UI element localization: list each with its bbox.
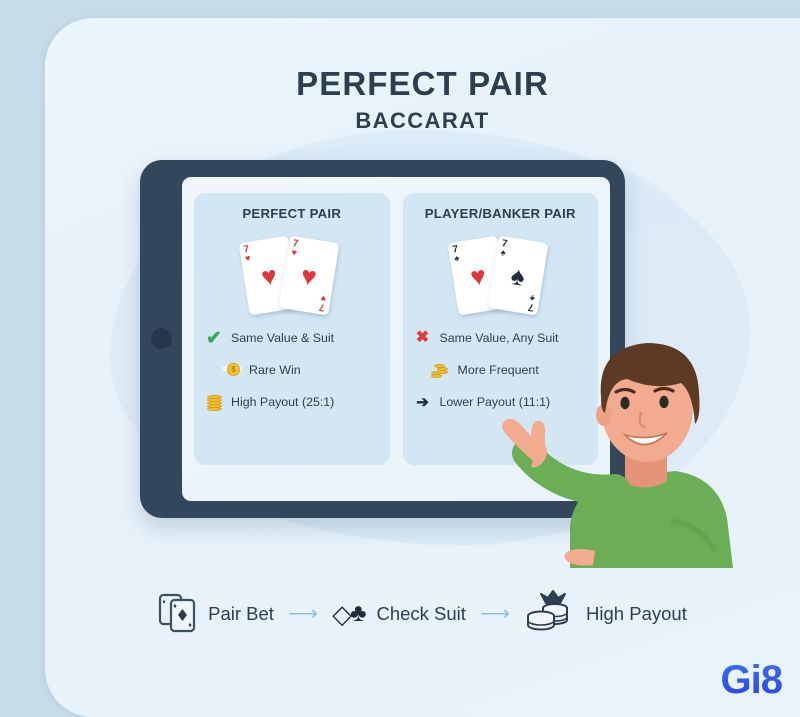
heart-icon: ♥ [320, 293, 328, 304]
card-corner-rank: 7 ♥ [290, 238, 300, 258]
coin-pile-icon [431, 361, 451, 379]
card-illustration-perfect-pair: 7 ♥ ♥ 7 ♥ ♥ [202, 231, 382, 325]
playing-cards-icon [158, 589, 198, 638]
coin-stack-icon [204, 393, 224, 411]
bullet-row: $ Rare Win [204, 361, 380, 379]
process-flow: Pair Bet ⟶ ◇♣ Check Suit ⟶ [45, 588, 800, 639]
flow-step-label: High Payout [586, 602, 687, 624]
bullet-row: More Frequent [413, 361, 589, 379]
bullet-label: Lower Payout (11:1) [439, 395, 551, 409]
comparison-panels: PERFECT PAIR 7 ♥ ♥ 7 [194, 193, 598, 465]
arrow-right-icon: ➔ [416, 393, 429, 411]
content-card: PERFECT PAIR BACCARAT PERFECT PAIR 7 [45, 18, 800, 717]
panel-bullets: ✔ Same Value & Suit $ [202, 329, 382, 411]
flow-step-check-suit: ◇♣ Check Suit [332, 601, 466, 627]
flow-step-pair-bet: Pair Bet [158, 589, 274, 638]
playing-card: 7 ♥ ♥ 7 ♥ [278, 235, 340, 316]
panel-title: PLAYER/BANKER PAIR [424, 206, 576, 221]
heart-icon: ♥ [290, 247, 298, 258]
presenter-character [475, 293, 740, 571]
bullet-label: More Frequent [457, 363, 539, 377]
heart-icon: ♥ [299, 259, 319, 292]
bullet-row: High Payout (25:1) [204, 393, 380, 411]
panel-player-banker-pair: PLAYER/BANKER PAIR 7 ♠ ♥ [402, 193, 598, 465]
diamond-club-suits-icon: ◇♣ [332, 598, 367, 629]
crown-coins-icon [524, 588, 576, 639]
tablet-home-button[interactable] [151, 328, 172, 349]
panel-bullets: ✖ Same Value, Any Suit More Frequent [411, 329, 591, 411]
bullet-row: ➔ Lower Payout (11:1) [413, 393, 589, 411]
header: PERFECT PAIR BACCARAT [45, 65, 800, 134]
spade-icon: ♠ [453, 252, 460, 264]
flow-step-high-payout: High Payout [524, 588, 687, 639]
spade-icon: ♠ [499, 247, 506, 258]
page-title: PERFECT PAIR [296, 65, 549, 102]
bullet-label: Rare Win [249, 363, 301, 377]
cross-icon: ✖ [415, 329, 430, 346]
check-icon: ✔ [206, 327, 222, 349]
card-corner-rank: 7 ♠ [451, 243, 460, 264]
heart-icon: ♥ [244, 252, 252, 264]
flow-arrow-icon: ⟶ [287, 602, 319, 625]
bullet-label: Same Value, Any Suit [439, 331, 559, 345]
bullet-row: ✔ Same Value & Suit [204, 327, 380, 349]
panel-title: PERFECT PAIR [242, 206, 342, 221]
flow-step-label: Pair Bet [208, 602, 274, 624]
bullet-label: Same Value & Suit [231, 331, 335, 345]
brand-logo[interactable]: Gi8 [720, 658, 783, 702]
bullet-row: ✖ Same Value, Any Suit [413, 329, 589, 347]
page-subtitle: BACCARAT [355, 108, 490, 134]
flow-arrow-icon: ⟶ [479, 602, 511, 625]
card-corner-rank: 7 ♥ [318, 293, 328, 313]
bullet-label: High Payout (25:1) [231, 395, 335, 409]
card-corner-rank: 7 ♥ [242, 243, 252, 264]
winged-coin-icon: $ [221, 361, 243, 379]
panel-perfect-pair: PERFECT PAIR 7 ♥ ♥ 7 [194, 193, 390, 465]
card-corner-rank: 7 ♠ [499, 238, 508, 258]
spade-icon: ♠ [508, 259, 527, 292]
character-illustration [502, 343, 733, 571]
flow-step-label: Check Suit [376, 602, 466, 624]
